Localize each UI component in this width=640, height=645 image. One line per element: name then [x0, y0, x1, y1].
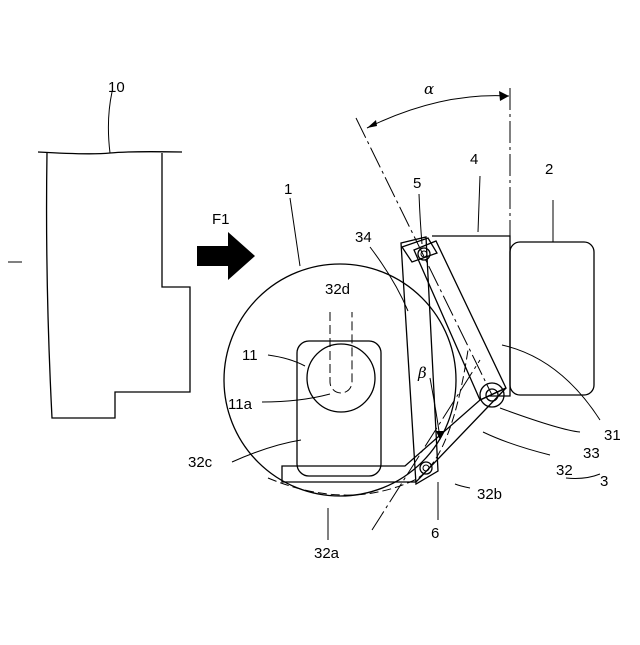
angle-alpha-arc: [367, 96, 509, 128]
force-arrow-icon: [197, 232, 255, 280]
label-part-3: 3: [600, 473, 608, 490]
label-part-2: 2: [545, 161, 553, 178]
box-part-4: [432, 176, 510, 396]
label-part-11: 11: [242, 347, 258, 364]
label-part-32c: 32c: [188, 454, 213, 471]
frame-part-10: [8, 92, 190, 418]
label-angle-alpha: α: [424, 80, 434, 98]
label-part-31: 31: [604, 427, 621, 444]
angle-beta-arc: [430, 378, 440, 438]
bracket-part-32: [282, 388, 506, 482]
label-part-34: 34: [355, 229, 372, 246]
label-part-32b: 32b: [477, 486, 502, 503]
block-part-11: [297, 341, 381, 476]
label-part-6: 6: [431, 525, 439, 542]
label-part-10: 10: [108, 79, 125, 96]
component-part-2: [510, 242, 594, 395]
label-part-33: 33: [583, 445, 600, 462]
leader-lines: [232, 194, 600, 540]
label-part-11a: 11a: [228, 396, 253, 413]
label-angle-beta: β: [417, 364, 427, 382]
label-part-32a: 32a: [314, 545, 340, 562]
slot-part-32d: [330, 312, 352, 393]
label-part-1: 1: [284, 181, 292, 198]
label-force-f1: F1: [212, 211, 230, 228]
label-part-5: 5: [413, 175, 421, 192]
label-part-4: 4: [470, 151, 478, 168]
beta-reference-line: [372, 360, 480, 530]
label-part-32d: 32d: [325, 281, 350, 298]
label-part-32: 32: [556, 462, 573, 479]
